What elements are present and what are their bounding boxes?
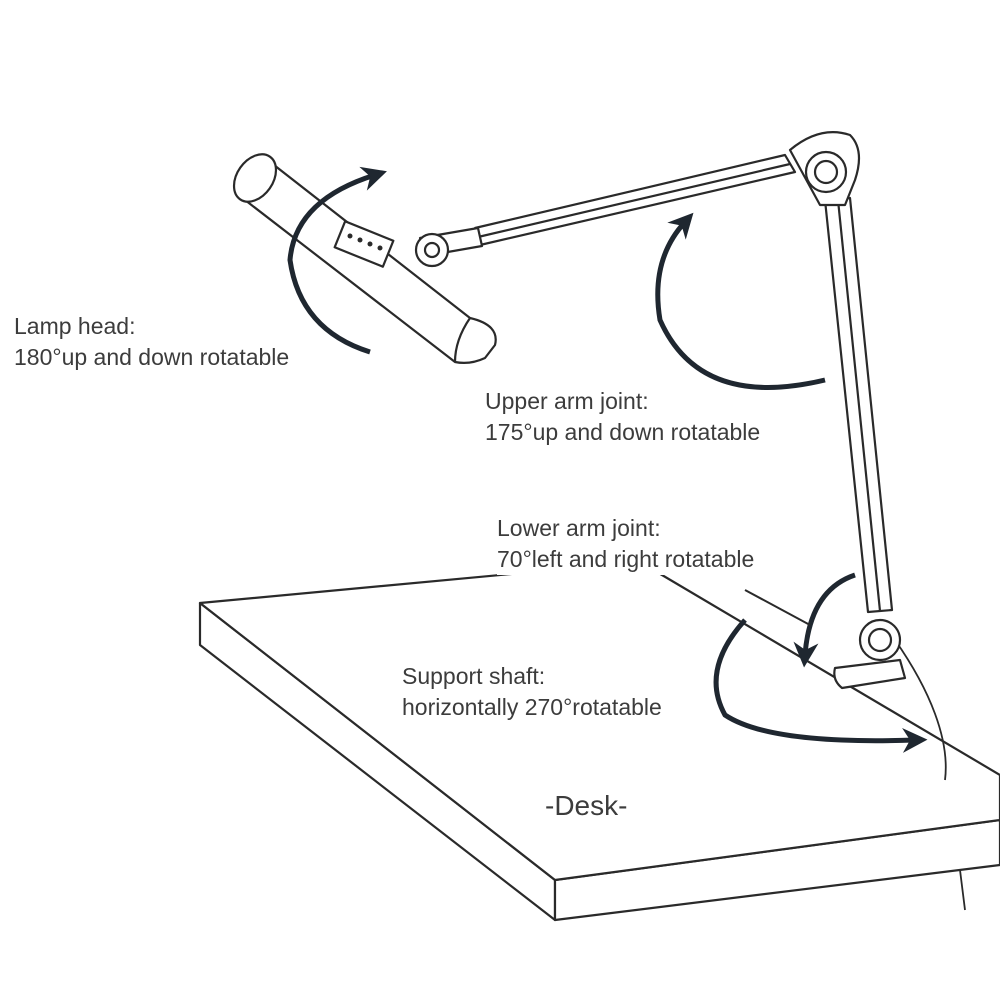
desk: [198, 560, 1000, 922]
upper-arm-desc: 175°up and down rotatable: [485, 419, 761, 445]
support-shaft-label: Support shaft: horizontally 270°rotatabl…: [402, 661, 662, 723]
upper-arm-rotation-arrow: [655, 212, 826, 390]
support-shaft-desc: horizontally 270°rotatable: [402, 694, 662, 720]
lower-arm: [823, 196, 894, 614]
lamp-head-label: Lamp head: 180°up and down rotatable: [14, 311, 289, 373]
clamp-base: [833, 618, 907, 690]
lamp-head-rotation-arrow: [287, 166, 387, 355]
lower-arm-desc: 70°left and right rotatable: [497, 546, 755, 572]
lower-arm-title: Lower arm joint:: [497, 515, 661, 541]
upper-arm-title: Upper arm joint:: [485, 388, 649, 414]
lower-arm-rotation-arrow: [793, 572, 856, 668]
lamp-head-desc: 180°up and down rotatable: [14, 344, 290, 370]
upper-arm-label: Upper arm joint: 175°up and down rotatab…: [485, 386, 760, 448]
control-panel: [333, 220, 395, 268]
lamp-head: [232, 153, 497, 364]
head-joint: [414, 232, 450, 268]
lamp-head-title: Lamp head:: [14, 313, 136, 339]
lower-arm-label: Lower arm joint: 70°left and right rotat…: [497, 513, 755, 575]
desk-label: -Desk-: [545, 790, 628, 821]
support-shaft-rotation-arrow: [713, 618, 928, 753]
support-shaft-title: Support shaft:: [402, 663, 546, 689]
upper-arm: [418, 153, 797, 258]
elbow-joint: [788, 131, 861, 207]
power-cord: [894, 639, 966, 911]
